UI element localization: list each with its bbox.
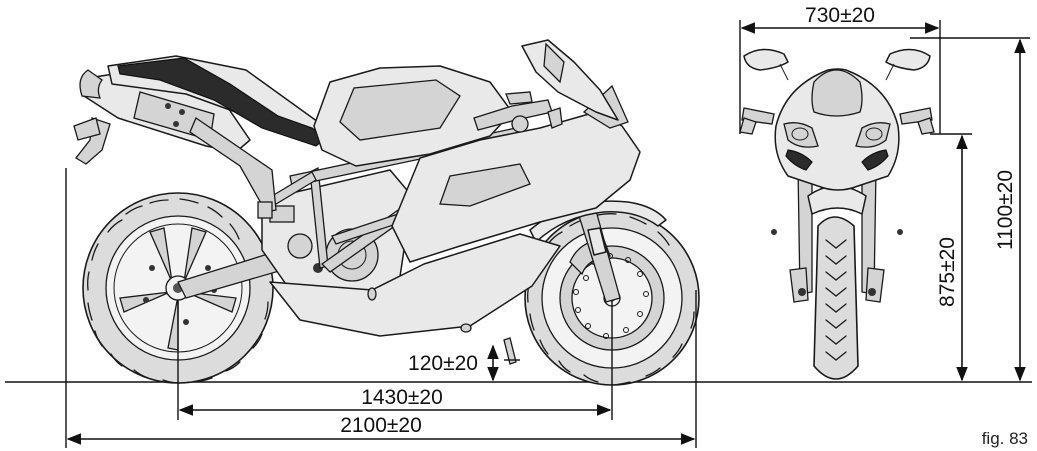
fuel-tank <box>313 65 513 167</box>
overall-length-label: 2100±20 <box>340 414 422 437</box>
front-view-motorcycle <box>739 48 935 380</box>
side-view-motorcycle <box>73 39 700 386</box>
wheelbase-label: 1430±20 <box>361 386 443 409</box>
overall-height-label: 1100±20 <box>994 170 1017 250</box>
foot-peg <box>257 201 273 219</box>
fairing <box>269 84 641 337</box>
seat-height-label: 875±20 <box>936 237 959 307</box>
handlebar-width-label: 730±20 <box>805 4 875 27</box>
ground-clearance-label: 120±20 <box>408 352 478 375</box>
handlebar-controls <box>473 91 563 133</box>
side-stand <box>503 337 517 365</box>
dimension-lines <box>65 20 1030 448</box>
figure-caption: fig. 83 <box>982 429 1028 448</box>
dimension-labels: 2100±20 1430±20 120±20 730±20 875±20 110… <box>340 4 1017 437</box>
